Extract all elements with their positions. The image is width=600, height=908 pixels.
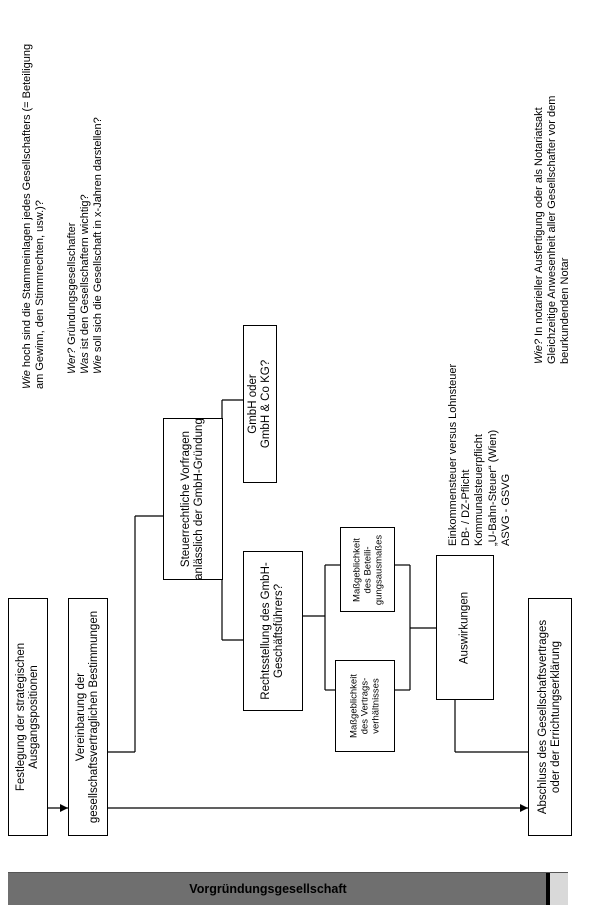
- box-abschluss-line-1: Abschluss des Gesellschaftsvertrages: [537, 619, 549, 815]
- note-notar: Wie? In notarieller Ausfertigung oder al…: [533, 64, 575, 364]
- note-notar-line-3: beurkundenden Notar: [559, 257, 572, 364]
- box-vereinbarung-line-1: Vereinbarung der: [75, 672, 87, 762]
- box-steuer-line-1: Steuerrechtliche Vorfragen: [180, 430, 192, 568]
- box-massgeb-vertrag-line-3: verhältnisses: [370, 678, 382, 734]
- note-steuern-line-1: Einkommensteuer versus Lohnsteuer: [447, 363, 459, 546]
- note-stammeinlagen: Wie hoch sind die Stammeinlagen jedes Ge…: [21, 0, 49, 389]
- note-steuern-line-3: Kommunalsteuerpflicht: [473, 434, 486, 546]
- note-notar-line-1: Wie? In notarieller Ausfertigung oder al…: [533, 107, 545, 364]
- box-massgeb-beteilig-line-3: gungsausmaßes: [373, 534, 384, 605]
- box-massgeb-vertrag-line-1: Maßgeblichkeit: [348, 674, 360, 738]
- banner-accent-bar: [546, 873, 550, 905]
- box-festlegung-line-2: Ausgangspositionen: [28, 665, 40, 769]
- note-stammeinlagen-line-1: Wie hoch sind die Stammeinlagen jedes Ge…: [21, 43, 33, 389]
- box-vereinbarung: Vereinbarung der gesellschaftsvertraglic…: [68, 598, 108, 836]
- box-gmbh-oder-kg: GmbH oder GmbH & Co KG?: [243, 325, 277, 483]
- box-rechtsstellung-line-1: Rechtsstellung des GmbH-: [260, 562, 272, 700]
- box-vereinbarung-line-2: gesellschaftsvertraglichen Bestimmungen: [88, 610, 100, 824]
- box-abschluss: Abschluss des Gesellschaftsvertrages ode…: [528, 598, 572, 836]
- note-gruendung: Wer? Gründungsgesellschafter Was ist den…: [66, 74, 108, 374]
- banner-title: Vorgründungsgesellschaft: [189, 882, 347, 896]
- note-notar-line-2: Gleichzeitige Anwesenheit aller Gesellsc…: [546, 95, 559, 364]
- note-steuern: Einkommensteuer versus Lohnsteuer DB- / …: [447, 346, 513, 546]
- banner-tail: [550, 873, 568, 905]
- box-massgeblichkeit-vertrag: Maßgeblichkeit des Vertrags- verhältniss…: [335, 660, 395, 752]
- box-auswirkungen: Auswirkungen: [436, 555, 494, 700]
- box-festlegung: Festlegung der strategischen Ausgangspos…: [8, 598, 48, 836]
- box-massgeblichkeit-beteiligung: Maßgeblichkeit des Beteili- gungsausmaße…: [340, 527, 395, 612]
- box-rechtsstellung: Rechtsstellung des GmbH- Geschäftsführer…: [243, 551, 303, 711]
- note-steuern-line-5: ASVG - GSVG: [499, 473, 512, 546]
- box-abschluss-line-2: oder der Errichtungserklärung: [550, 640, 562, 794]
- box-massgeb-vertrag-line-2: des Vertrags-: [359, 677, 371, 735]
- note-steuern-line-2: DB- / DZ-Pflicht: [460, 469, 473, 546]
- note-steuern-line-4: „U-Bahn-Steuer“ (Wien): [486, 429, 499, 546]
- box-massgeb-beteilig-line-2: des Beteili-: [362, 546, 373, 594]
- box-steuer-line-2: anlässlich der GmbH-Gründung: [193, 418, 205, 580]
- box-gmbh-line-1: GmbH oder: [247, 374, 259, 434]
- box-massgeb-beteilig-line-1: Maßgeblichkeit: [351, 537, 362, 602]
- note-stammeinlagen-line-2: am Gewinn, den Stimmrechten, usw.)?: [34, 200, 47, 389]
- box-steuerrechtliche-vorfragen: Steuerrechtliche Vorfragen anlässlich de…: [163, 418, 223, 580]
- box-rechtsstellung-line-2: Geschäftsführers?: [273, 584, 285, 678]
- box-festlegung-line-1: Festlegung der strategischen: [15, 642, 27, 792]
- note-gruendung-line-1: Wer? Gründungsgesellschafter: [66, 222, 78, 374]
- box-gmbh-line-2: GmbH & Co KG?: [260, 359, 272, 449]
- note-gruendung-line-3: Wie soll sich die Gesellschaft in x-Jahr…: [92, 117, 105, 374]
- note-gruendung-line-2: Was ist den Gesellschaftern wichtig?: [79, 194, 92, 374]
- phase-banner: Vorgründungsgesellschaft: [8, 872, 568, 905]
- box-auswirkungen-label: Auswirkungen: [458, 591, 471, 664]
